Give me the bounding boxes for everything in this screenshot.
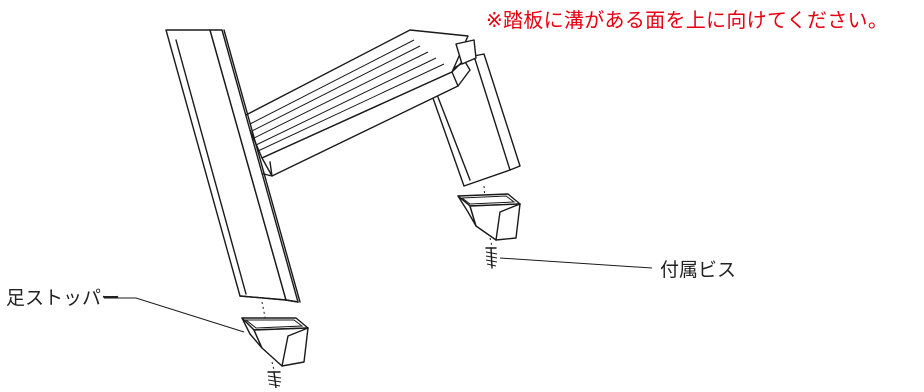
- foot-stopper-leader: [104, 297, 245, 333]
- included-screw-label: 付属ビス: [660, 259, 737, 281]
- front-leg: [165, 29, 301, 303]
- tread-board: [243, 29, 477, 177]
- rear-foot-stopper: [457, 185, 521, 269]
- screw-leader: [499, 257, 653, 269]
- front-screw: [267, 371, 282, 389]
- front-foot-stopper: [241, 301, 309, 389]
- rear-screw: [485, 247, 498, 269]
- instruction-note: ※踏板に溝がある面を上に向けてください。: [486, 8, 889, 32]
- foot-stopper-label: 足ストッパー: [6, 287, 121, 309]
